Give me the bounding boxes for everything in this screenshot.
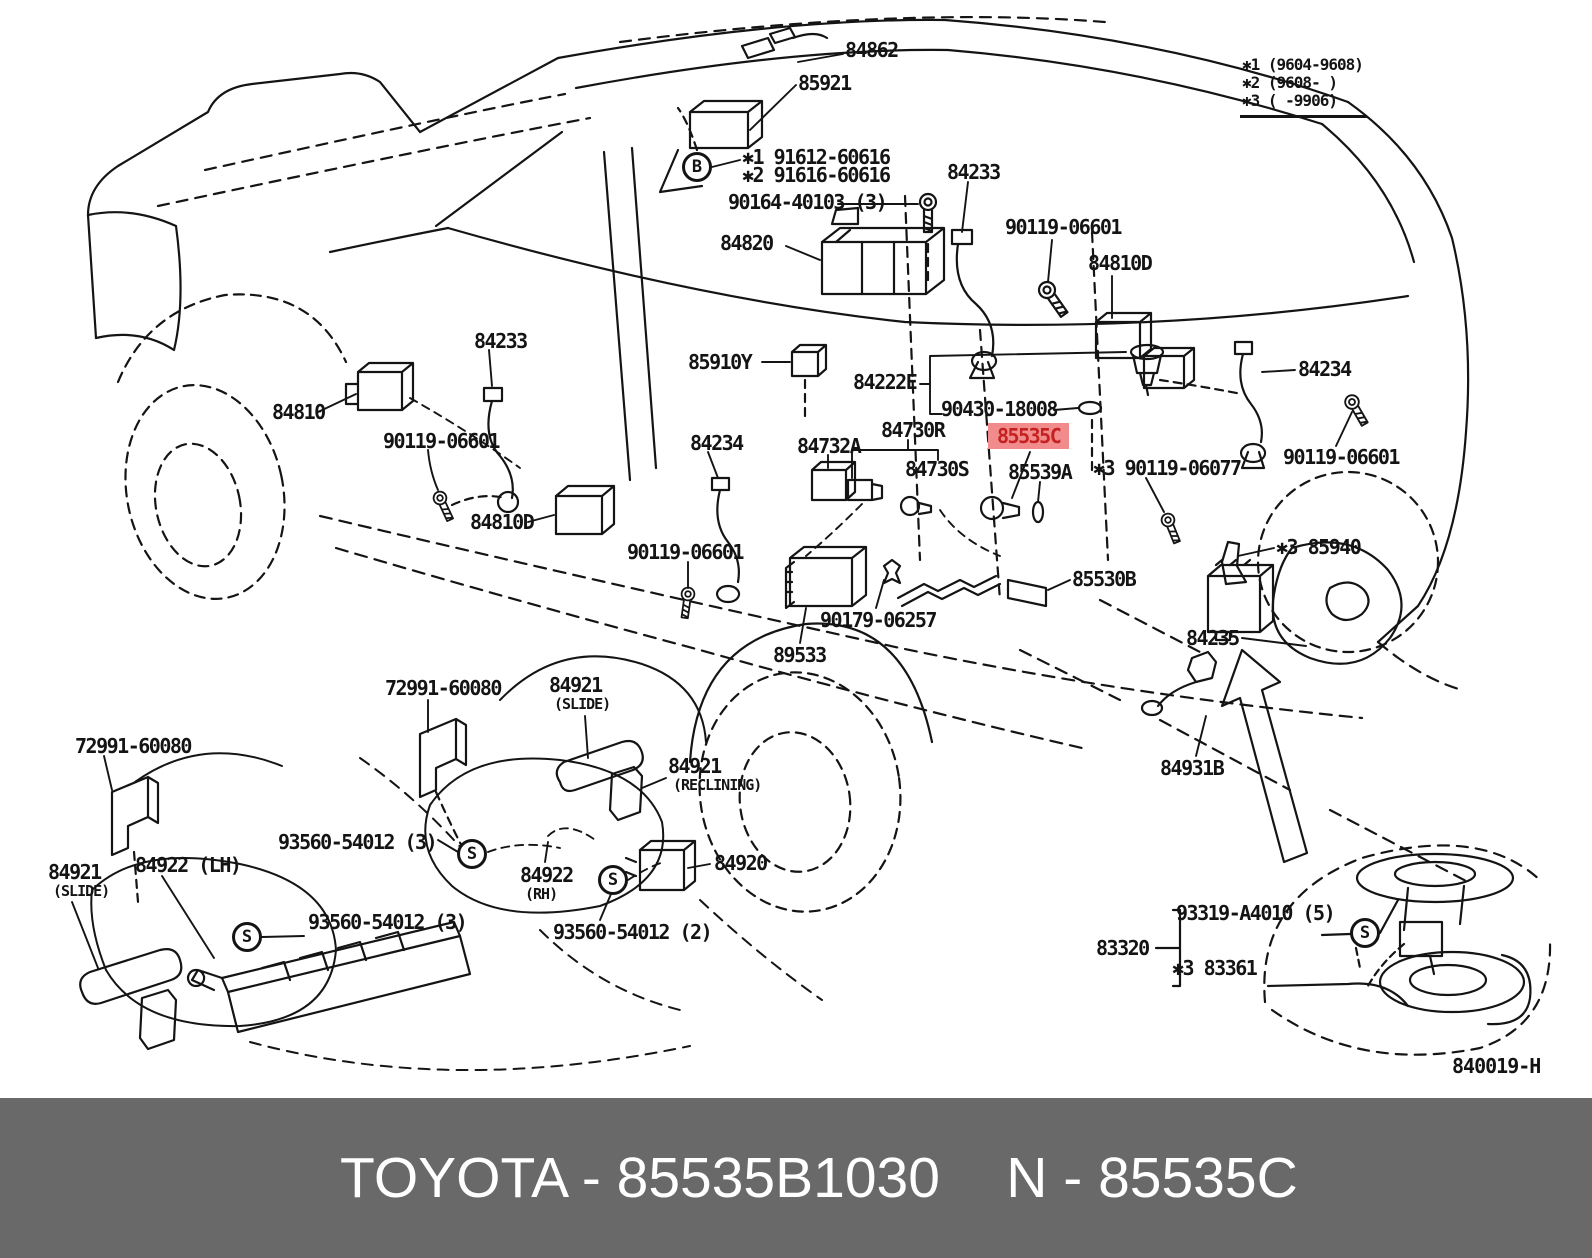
label-84922-rh[interactable]: 84922(RH) — [520, 863, 574, 904]
diagram-code: 840019-H — [1452, 1054, 1541, 1078]
label-83361[interactable]: ✱3 83361 — [1172, 956, 1258, 980]
legend-line-1: ✱1 (9604-9608) — [1242, 55, 1364, 74]
label-93560-54012-c[interactable]: 93560-54012 (2) — [553, 920, 713, 944]
label-91616-60616[interactable]: ✱2 91616-60616 — [742, 163, 891, 187]
label-85539a[interactable]: 85539A — [1008, 460, 1073, 484]
label-84862[interactable]: 84862 — [845, 38, 899, 62]
legend-line-3: ✱3 ( -9906) — [1242, 91, 1338, 110]
label-84732a[interactable]: 84732A — [797, 434, 862, 458]
label-84921-slide-left[interactable]: 84921(SLIDE) — [48, 860, 110, 901]
label-84810[interactable]: 84810 — [272, 400, 326, 424]
label-85535c[interactable]: 85535C — [988, 423, 1070, 449]
label-84233-top[interactable]: 84233 — [947, 160, 1001, 184]
label-84730s[interactable]: 84730S — [905, 457, 970, 481]
callout-s-fuel: S — [1350, 918, 1380, 948]
callout-b: B — [682, 152, 712, 182]
label-90119-06601-right[interactable]: 90119-06601 — [1283, 445, 1400, 469]
label-85940[interactable]: ✱3 85940 — [1276, 535, 1362, 559]
label-90119-06601-mid[interactable]: 90119-06601 — [627, 540, 744, 564]
label-83320[interactable]: 83320 — [1096, 936, 1150, 960]
label-90119-06601-left[interactable]: 90119-06601 — [383, 429, 500, 453]
label-72991-60080-left[interactable]: 72991-60080 — [75, 734, 192, 758]
label-85921[interactable]: 85921 — [798, 71, 852, 95]
footer-part-number-full: TOYOTA - 85535B1030 — [340, 1146, 940, 1210]
label-84222e[interactable]: 84222E — [853, 370, 918, 394]
label-84234-mid[interactable]: 84234 — [690, 431, 744, 455]
label-91612-60616[interactable]: ✱1 91612-60616 — [742, 145, 891, 169]
label-84810d-mid[interactable]: 84810D — [470, 510, 535, 534]
label-84820[interactable]: 84820 — [720, 231, 774, 255]
footer-bar: TOYOTA - 85535B1030 N - 85535C — [0, 1098, 1592, 1258]
part-glyphs — [79, 26, 1410, 1051]
legend-date-codes: ✱1 (9604-9608) ✱2 (9608- ) ✱3 ( -9906) — [1240, 56, 1367, 118]
label-85910y[interactable]: 85910Y — [688, 350, 753, 374]
label-84921-slide-mid[interactable]: 84921(SLIDE) — [549, 673, 611, 714]
label-84730r[interactable]: 84730R — [881, 418, 946, 442]
callout-s-2: S — [598, 865, 628, 895]
label-84234-right[interactable]: 84234 — [1298, 357, 1352, 381]
callout-s-3: S — [232, 922, 262, 952]
label-89533[interactable]: 89533 — [773, 643, 827, 667]
label-90119-06077[interactable]: ✱3 90119-06077 — [1093, 456, 1242, 480]
label-90179-06257[interactable]: 90179-06257 — [820, 608, 937, 632]
label-72991-60080-right[interactable]: 72991-60080 — [385, 676, 502, 700]
callout-s-1: S — [457, 839, 487, 869]
fuel-sender-assembly — [1220, 648, 1552, 1056]
label-93560-54012-b[interactable]: 93560-54012 (3) — [308, 910, 468, 934]
label-90119-06601-topright[interactable]: 90119-06601 — [1005, 215, 1122, 239]
label-85530b[interactable]: 85530B — [1072, 567, 1137, 591]
label-84922-lh[interactable]: 84922 (LH) — [135, 853, 242, 877]
label-84931b[interactable]: 84931B — [1160, 756, 1225, 780]
leader-lines — [71, 53, 1353, 969]
seat-outlines — [90, 655, 823, 1071]
label-84810d-right[interactable]: 84810D — [1088, 251, 1153, 275]
label-90430-18008[interactable]: 90430-18008 — [941, 397, 1058, 421]
label-93319-a4010[interactable]: 93319-A4010 (5) — [1176, 901, 1336, 925]
label-90164-40103[interactable]: 90164-40103 (3) — [728, 190, 888, 214]
label-84921-reclining-mid[interactable]: 84921(RECLINING) — [668, 754, 762, 795]
label-93560-54012-a[interactable]: 93560-54012 (3) — [278, 830, 438, 854]
footer-part-code: N - 85535C — [1006, 1146, 1298, 1210]
vehicle-line-art — [71, 15, 1552, 1071]
legend-line-2: ✱2 (9608- ) — [1242, 73, 1338, 92]
label-84920[interactable]: 84920 — [714, 851, 768, 875]
label-84233-left[interactable]: 84233 — [474, 329, 528, 353]
label-84235[interactable]: 84235 — [1186, 626, 1240, 650]
